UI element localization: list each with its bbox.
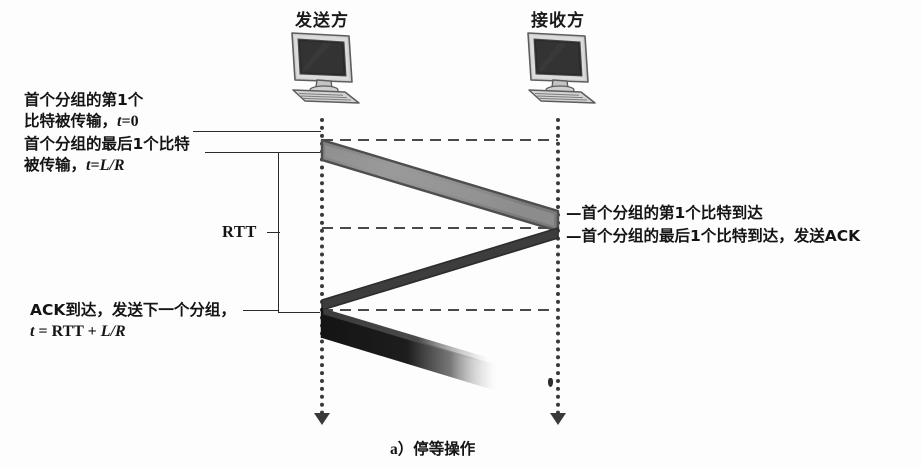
leader-first-bit-transmitted bbox=[193, 131, 321, 132]
label-first-bit-arrives: —首个分组的第1个比特到达 bbox=[566, 202, 763, 225]
label-last-bit-transmitted-line1: 首个分组的最后1个比特 bbox=[24, 135, 190, 153]
sender-timeline-arrow bbox=[314, 413, 330, 425]
receiver-label: 接收方 bbox=[531, 11, 585, 31]
label-last-bit-arrives-dash: — bbox=[566, 227, 582, 245]
label-first-bit-arrives-dash: — bbox=[566, 204, 582, 222]
figure-caption: a）停等操作 bbox=[390, 437, 475, 459]
math-t-0: t bbox=[117, 113, 122, 130]
label-last-bit-arrives-text: 首个分组的最后1个比特到达，发送ACK bbox=[581, 227, 861, 245]
first-packet-band bbox=[320, 138, 560, 233]
math-t-2: t bbox=[30, 323, 35, 340]
second-packet-band bbox=[320, 308, 500, 392]
receiver-timeline bbox=[556, 118, 560, 415]
rtt-label: RTT bbox=[222, 222, 257, 241]
sender-timeline bbox=[320, 118, 324, 415]
rtt-bracket-tick bbox=[267, 232, 280, 233]
sender-label: 发送方 bbox=[295, 11, 349, 31]
math-lr-2: L/R bbox=[100, 323, 126, 340]
math-rtt-2: RTT + bbox=[51, 323, 101, 340]
figure-caption-text: 停等操作 bbox=[413, 440, 476, 458]
rtt-bracket-arm-bottom bbox=[278, 312, 320, 313]
leader-ack-arrives bbox=[243, 310, 279, 311]
label-last-bit-arrives-send-ack: —首个分组的最后1个比特到达，发送ACK bbox=[566, 225, 860, 248]
math-eq-0: =0 bbox=[121, 113, 139, 130]
receiver-timeline-tick bbox=[548, 378, 553, 387]
receiver-timeline-arrow bbox=[550, 413, 566, 425]
math-t-1: t bbox=[86, 157, 91, 174]
rtt-bracket-arm-top bbox=[278, 152, 320, 153]
figure-caption-prefix: a） bbox=[390, 441, 414, 458]
leader-last-bit-transmitted bbox=[205, 152, 278, 153]
ack-line bbox=[321, 227, 559, 311]
rtt-bracket-spine bbox=[278, 153, 279, 313]
label-last-bit-transmitted-line2: 被传输， bbox=[24, 156, 87, 174]
label-ack-arrives: ACK到达，发送下一个分组， t = RTT + L/R bbox=[30, 300, 236, 342]
label-last-bit-transmitted: 首个分组的最后1个比特 被传输，t=L/R bbox=[24, 134, 190, 176]
math-eq-2: = bbox=[34, 323, 52, 340]
receiver-computer-icon bbox=[515, 30, 601, 108]
label-first-bit-arrives-text: 首个分组的第1个比特到达 bbox=[581, 204, 763, 222]
label-first-bit-transmitted-line1: 首个分组的第1个 bbox=[24, 91, 144, 109]
math-lr-1: L/R bbox=[99, 157, 125, 174]
sender-computer-icon bbox=[279, 30, 365, 108]
label-ack-arrives-line1: ACK到达，发送下一个分组， bbox=[30, 301, 236, 319]
label-first-bit-transmitted: 首个分组的第1个 比特被传输，t=0 bbox=[24, 90, 143, 132]
math-eq-1: = bbox=[90, 157, 100, 174]
label-first-bit-transmitted-line2: 比特被传输， bbox=[24, 112, 118, 130]
